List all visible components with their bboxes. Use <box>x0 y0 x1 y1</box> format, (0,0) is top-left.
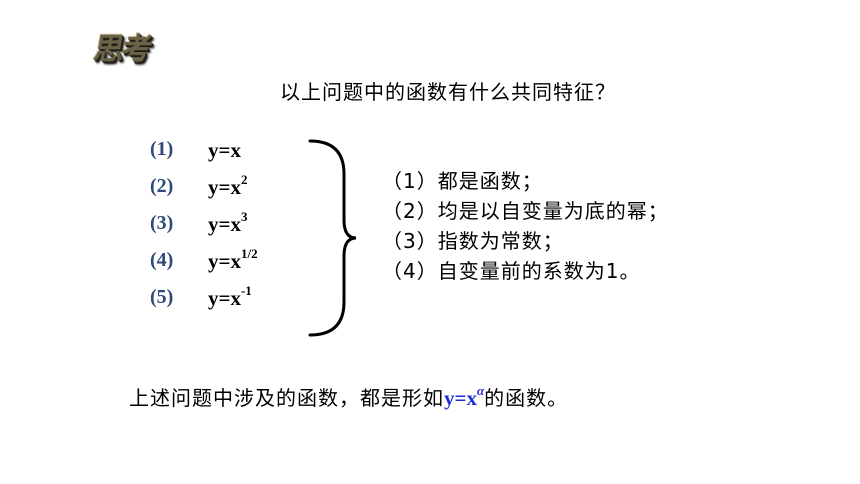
function-base: y=x <box>208 137 241 162</box>
function-expression: y=x-1 <box>208 282 252 311</box>
function-base: y=x <box>208 211 241 236</box>
function-exponent: 1/2 <box>240 245 258 261</box>
function-list: (1) y=x (2) y=x2 (3) y=x3 (4) y=x1/2 (5)… <box>150 131 258 316</box>
function-index: (3) <box>150 212 174 234</box>
function-exponent: -1 <box>240 282 252 298</box>
conclusion-prefix: 上述问题中涉及的函数，都是形如 <box>129 386 444 410</box>
function-item: (2) y=x2 <box>150 168 258 205</box>
function-item: (4) y=x1/2 <box>150 242 258 279</box>
function-base: y=x <box>208 248 241 273</box>
function-expression: y=x2 <box>208 171 248 200</box>
function-item: (5) y=x-1 <box>150 279 258 316</box>
feature-item: （4）自变量前的系数为1。 <box>382 259 641 283</box>
function-expression: y=x1/2 <box>208 245 258 274</box>
think-badge: 思考 <box>91 32 154 67</box>
feature-item: （2）均是以自变量为底的幂； <box>382 199 669 223</box>
function-exponent: 3 <box>240 208 248 224</box>
formula-base: y=x <box>444 386 477 410</box>
conclusion-suffix: 的函数。 <box>484 386 569 410</box>
feature-item: （1）都是函数； <box>382 169 543 193</box>
function-index: (5) <box>150 286 174 308</box>
formula-exponent: α <box>476 383 485 398</box>
power-function-formula: y=xα <box>444 383 485 410</box>
function-index: (2) <box>150 175 174 197</box>
function-base: y=x <box>208 285 241 310</box>
function-expression: y=x3 <box>208 208 248 237</box>
function-index: (1) <box>150 138 174 160</box>
question-text: 以上问题中的函数有什么共同特征？ <box>280 80 616 104</box>
function-index: (4) <box>150 249 174 271</box>
right-curly-brace <box>308 139 356 337</box>
function-expression: y=x <box>208 137 241 163</box>
function-item: (3) y=x3 <box>150 205 258 242</box>
feature-list: （1）都是函数； （2）均是以自变量为底的幂； （3）指数为常数； （4）自变量… <box>382 166 669 286</box>
function-base: y=x <box>208 174 241 199</box>
conclusion-text: 上述问题中涉及的函数，都是形如y=xα的函数。 <box>129 382 568 411</box>
function-item: (1) y=x <box>150 131 258 168</box>
feature-item: （3）指数为常数； <box>382 229 564 253</box>
function-exponent: 2 <box>240 171 248 187</box>
